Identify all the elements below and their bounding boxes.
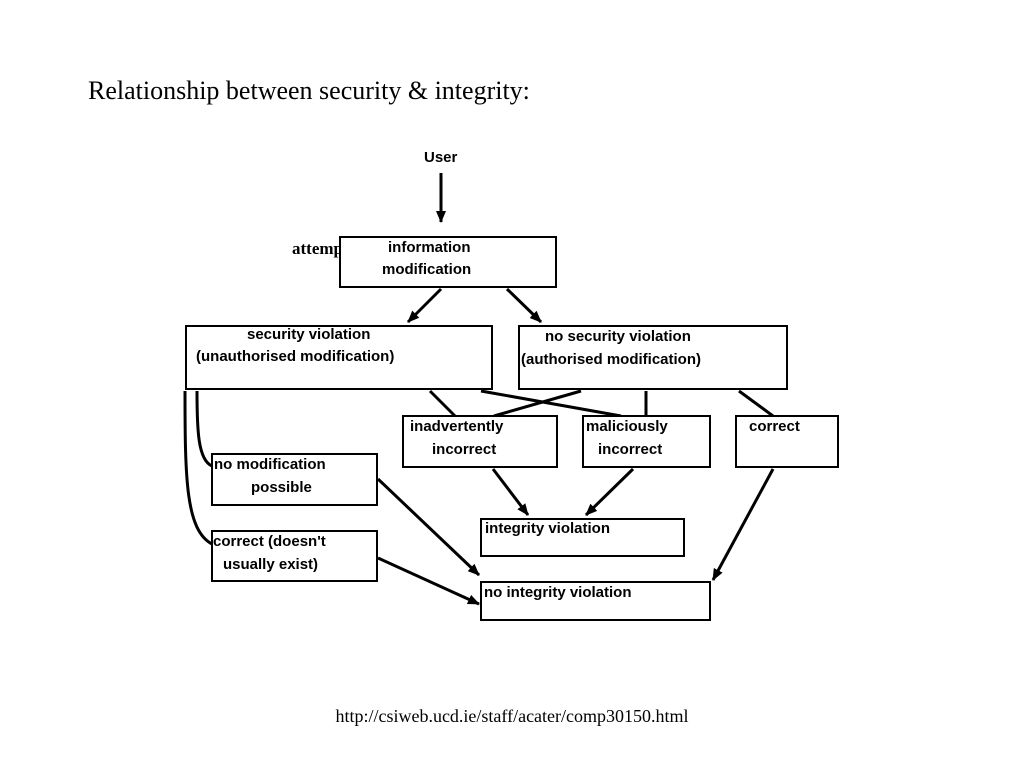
- line-sv-to-maliciously: [480, 389, 622, 418]
- correct-doesnt-exist-line1: correct (doesn't: [213, 533, 326, 550]
- curve-sv-to-no-modification: [195, 390, 213, 468]
- line-nsv-to-correct: [738, 389, 774, 418]
- no-security-violation-box: [518, 325, 788, 390]
- correct-doesnt-exist-line2: usually exist): [223, 556, 319, 573]
- correct-box: [735, 415, 839, 468]
- security-violation-line2: (unauthorised modification): [196, 348, 395, 365]
- user-label: User: [424, 149, 458, 166]
- maliciously-incorrect-box: [582, 415, 711, 468]
- footer-url: http://csiweb.ucd.ie/staff/acater/comp30…: [335, 706, 689, 726]
- arrow-correct-to-no-integrity: [711, 468, 775, 581]
- arrow-info-to-security-violation: [406, 287, 443, 324]
- page-title: Relationship between security & integrit…: [88, 76, 530, 105]
- security-violation-box: [185, 325, 493, 390]
- line-nsv-to-inadvertently: [493, 389, 582, 418]
- inadvertently-incorrect-box: [402, 415, 558, 468]
- no-modification-possible-box: [211, 453, 378, 506]
- arrow-info-to-no-security-violation: [505, 287, 543, 324]
- no-security-violation-line1: no security violation: [545, 328, 691, 345]
- no-integrity-violation-box: [480, 581, 711, 621]
- maliciously-incorrect-line1: maliciously: [586, 418, 668, 435]
- info-modification-line1: information: [388, 239, 471, 256]
- arrow-maliciously-to-integrity-violation: [584, 467, 635, 517]
- info-modification-box: [339, 236, 557, 288]
- arrow-correct-doesnt-to-no-integrity: [377, 556, 480, 606]
- arrow-no-modification-to-no-integrity: [376, 477, 481, 577]
- integrity-violation-box: [480, 518, 685, 557]
- inadvertently-incorrect-line2: incorrect: [432, 441, 497, 458]
- no-security-violation-line2: (authorised modification): [521, 351, 701, 368]
- info-modification-line2: modification: [382, 261, 472, 278]
- correct-doesnt-exist-box: [211, 530, 378, 582]
- no-modification-possible-line2: possible: [251, 479, 312, 496]
- no-integrity-violation-label: no integrity violation: [484, 584, 632, 601]
- maliciously-incorrect-line2: incorrect: [598, 441, 663, 458]
- line-sv-to-inadvertently: [428, 389, 457, 418]
- arrow-inadvertently-to-integrity-violation: [491, 468, 530, 516]
- security-violation-line1: security violation: [247, 326, 371, 343]
- inadvertently-incorrect-line1: inadvertently: [410, 418, 504, 435]
- integrity-violation-label: integrity violation: [485, 520, 611, 537]
- correct-label: correct: [749, 418, 800, 435]
- no-modification-possible-line1: no modification: [214, 456, 326, 473]
- curve-sv-to-correct-doesnt: [183, 390, 213, 546]
